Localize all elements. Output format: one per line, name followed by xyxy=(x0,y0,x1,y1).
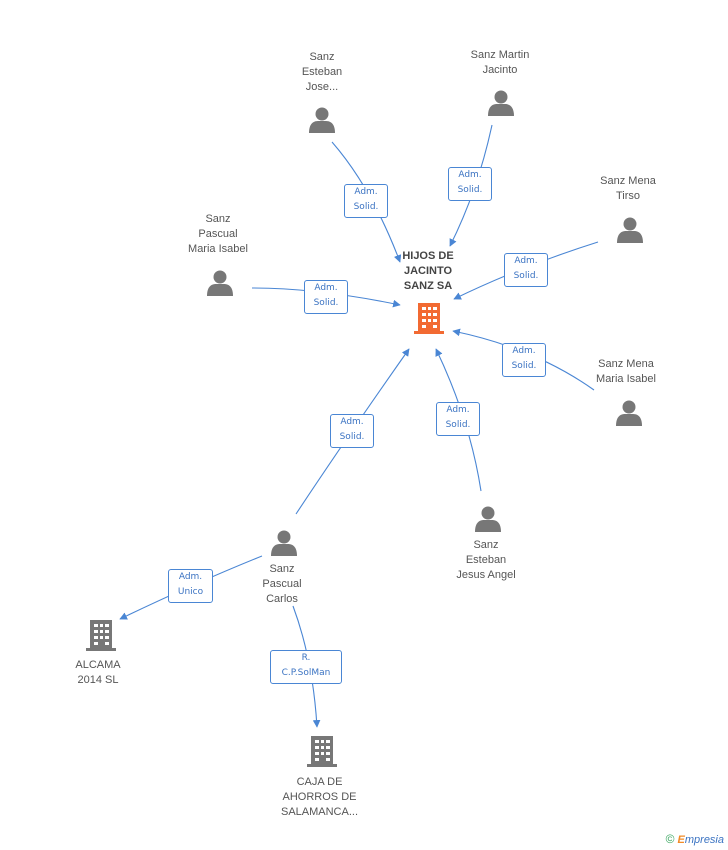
person-icon-jose[interactable] xyxy=(309,107,335,134)
person-label-maria-isabel-m[interactable]: Sanz Mena Maria Isabel xyxy=(596,358,656,385)
relation-badge-jose[interactable]: Adm. Solid. xyxy=(344,184,388,218)
center-building-icon xyxy=(414,303,444,334)
relation-badge-maria-isabel-m[interactable]: Adm. Solid. xyxy=(502,343,546,377)
relation-badge-jacinto[interactable]: Adm. Solid. xyxy=(448,167,492,201)
relation-badge-maria-isabel-p[interactable]: Adm. Solid. xyxy=(304,280,348,314)
copyright-symbol: © xyxy=(665,832,675,846)
person-icon-tirso[interactable] xyxy=(617,217,643,244)
person-label-tirso[interactable]: Sanz Mena Tirso xyxy=(600,175,656,202)
relation-badge-caja[interactable]: R. C.P.SolMan xyxy=(270,650,342,684)
relation-badge-carlos[interactable]: Adm. Solid. xyxy=(330,414,374,448)
person-label-jesus-angel[interactable]: Sanz Esteban Jesus Angel xyxy=(456,539,516,581)
brand-name: mpresia xyxy=(684,834,724,846)
brand-initial: E xyxy=(677,834,685,846)
person-label-jacinto[interactable]: Sanz Martin Jacinto xyxy=(470,49,530,76)
person-icon-jacinto[interactable] xyxy=(488,90,514,117)
person-icon-maria-isabel-m[interactable] xyxy=(616,400,642,427)
building-icon-caja[interactable] xyxy=(307,736,337,767)
building-icon-alcama[interactable] xyxy=(86,620,116,651)
empresia-logo[interactable]: © Empresia xyxy=(666,832,724,846)
center-company-label[interactable]: HIJOS DE JACINTO SANZ SA xyxy=(402,250,454,292)
person-icon-maria-isabel-p[interactable] xyxy=(207,270,233,297)
person-icon-carlos[interactable] xyxy=(271,530,297,557)
company-label-alcama[interactable]: ALCAMA 2014 SL xyxy=(75,659,121,686)
relation-badge-jesus-angel[interactable]: Adm. Solid. xyxy=(436,402,480,436)
company-label-caja[interactable]: CAJA DE AHORROS DE SALAMANCA... xyxy=(280,776,359,818)
person-icon-jesus-angel[interactable] xyxy=(475,506,501,533)
company-icons xyxy=(86,620,337,767)
relation-badge-tirso[interactable]: Adm. Solid. xyxy=(504,253,548,287)
person-label-maria-isabel-p[interactable]: Sanz Pascual Maria Isabel xyxy=(188,213,248,255)
relation-badge-alcama[interactable]: Adm. Unico xyxy=(168,569,213,603)
person-label-jose[interactable]: Sanz Esteban Jose... xyxy=(301,51,343,93)
person-label-carlos[interactable]: Sanz Pascual Carlos xyxy=(262,563,302,605)
